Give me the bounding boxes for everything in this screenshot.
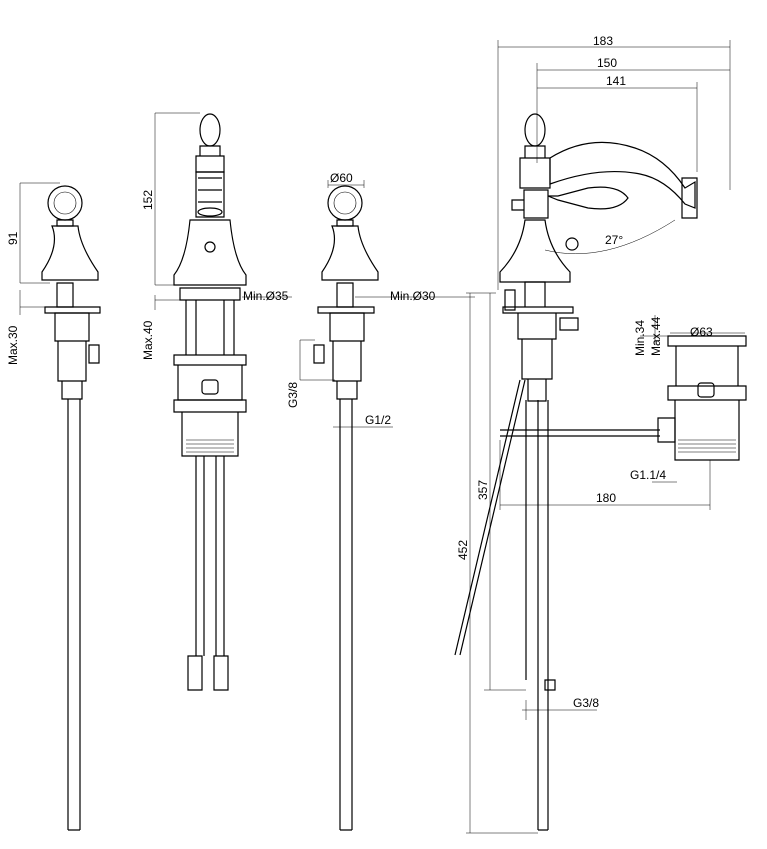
left-valve-view: 91 Max.30	[6, 182, 101, 831]
crystal-lever	[547, 186, 629, 210]
dimension-drain-thread: G1.1/4	[630, 468, 666, 482]
lever-handle	[524, 113, 546, 147]
dimension-height-452: 452	[456, 540, 470, 560]
dimension-height: 91	[6, 231, 20, 245]
right-valve-view: Ø60 Min.Ø30 G3/8 G1/2	[286, 171, 475, 831]
pull-rod	[454, 379, 526, 656]
crystal-knob	[47, 185, 83, 221]
drain-body	[173, 399, 247, 457]
spout-outlet	[195, 171, 225, 218]
dimension-outlet: G1/2	[365, 413, 391, 427]
lever-handle	[199, 113, 221, 147]
drain-flange	[173, 354, 247, 401]
bell-body	[321, 225, 379, 281]
bell-body	[41, 225, 99, 281]
dimension-min-hole: Min.Ø35	[243, 289, 289, 303]
cone-body	[173, 219, 247, 286]
dimension-diameter: Ø60	[330, 171, 353, 185]
dimension-inlet: G3/8	[286, 382, 300, 408]
flex-hoses	[195, 456, 225, 656]
dimension-height: 152	[141, 190, 155, 210]
dimension-max-thickness: Max.40	[141, 320, 155, 360]
aerator	[681, 177, 698, 219]
dimension-inlet: G3/8	[573, 696, 599, 710]
drain-assembly	[667, 335, 747, 461]
crystal-knob	[327, 185, 363, 221]
dimension-reach-150: 150	[597, 56, 617, 70]
dimension-drain-offset: 180	[596, 491, 616, 505]
dimension-overall-reach: 183	[593, 34, 613, 48]
dimension-drain-diameter: Ø63	[690, 325, 713, 339]
cone-body	[499, 219, 571, 283]
bidet-spout	[549, 141, 696, 209]
dimension-angle: 27°	[605, 233, 623, 247]
dimension-height-357: 357	[476, 480, 490, 500]
supply-pipe	[67, 399, 81, 831]
dimension-reach-141: 141	[606, 74, 626, 88]
side-view: 183 150 141 27° Min.34 Max.44 Ø63 G1.1/4…	[454, 34, 747, 834]
dimension-max-thickness: Max.30	[6, 325, 20, 365]
dimension-max-thickness: Max.44	[649, 316, 663, 356]
base-plate	[44, 306, 101, 314]
front-view: 152 Max.40 Min.Ø35	[141, 112, 292, 691]
dimension-min-hole: Min.Ø30	[390, 289, 436, 303]
inlet-fitting	[88, 344, 100, 364]
dimension-min-thickness: Min.34	[633, 320, 647, 356]
